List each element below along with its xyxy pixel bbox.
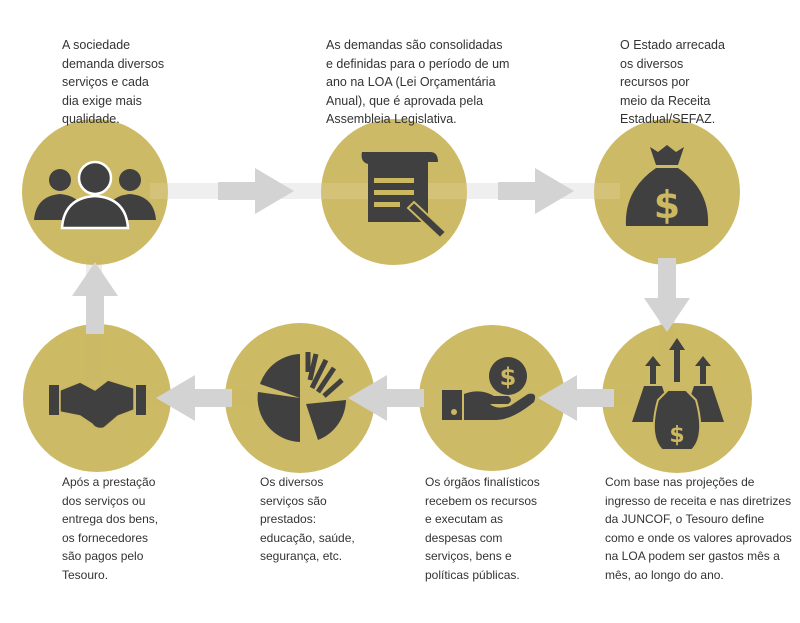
- arrow-left-3: [156, 375, 232, 421]
- text-line: As demandas são consolidadas: [326, 38, 503, 52]
- svg-text:$: $: [500, 363, 517, 391]
- arrow-down: [644, 258, 690, 332]
- money-bag-icon: $: [625, 145, 709, 227]
- text-line: Os diversos: [260, 475, 324, 489]
- text-line: O Estado arrecada: [620, 38, 725, 52]
- money-bags-arrows-icon: $: [632, 338, 724, 451]
- text-line: os diversos: [620, 56, 684, 71]
- hand-coin-icon: $: [442, 357, 536, 420]
- text-line: despesas com: [425, 530, 503, 545]
- text-line: educação, saúde,: [260, 530, 355, 545]
- text-line: Com base nas projeções de: [605, 475, 755, 489]
- handshake-icon: [49, 379, 146, 430]
- text-line: mês, ao longo do ano.: [605, 567, 724, 582]
- step-text-7: Após a prestação dos serviços ou entrega…: [62, 473, 158, 584]
- text-line: A sociedade: [62, 38, 131, 52]
- step-text-2: As demandas são consolidadas e definidas…: [326, 36, 509, 129]
- text-line: segurança, etc.: [260, 549, 343, 563]
- text-line: Estadual/SEFAZ.: [620, 112, 716, 126]
- text-line: serviços são: [260, 493, 327, 508]
- text-line: e definidas para o período de um: [326, 56, 510, 71]
- text-line: Assembleia Legislativa.: [326, 112, 457, 126]
- text-line: recebem os recursos: [425, 493, 538, 508]
- text-line: serviços e cada: [62, 75, 149, 89]
- text-line: dia exige mais: [62, 93, 142, 108]
- arrow-left-2: [348, 375, 424, 421]
- text-line: na LOA podem ser gastos mês a: [605, 549, 780, 563]
- step-text-6: Os diversos serviços são prestados: educ…: [260, 473, 355, 566]
- svg-text:$: $: [654, 183, 680, 227]
- text-line: recursos por: [620, 75, 690, 89]
- text-line: meio da Receita: [620, 93, 711, 108]
- text-line: dos serviços ou: [62, 493, 146, 508]
- text-line: entrega dos bens,: [62, 512, 159, 526]
- arrow-right-1: [218, 168, 294, 214]
- arrow-up: [72, 262, 118, 334]
- text-line: ingresso de receita e nas diretrizes: [605, 493, 792, 508]
- text-line: são pagos pelo: [62, 549, 144, 563]
- text-line: e executam as: [425, 512, 504, 526]
- text-line: demanda diversos: [62, 56, 165, 71]
- text-line: qualidade.: [62, 112, 120, 126]
- text-line: Após a prestação: [62, 475, 156, 489]
- text-line: Tesouro.: [62, 567, 109, 582]
- text-line: políticas públicas.: [425, 567, 520, 582]
- arrow-left-1: [538, 375, 614, 421]
- text-line: Os órgãos finalísticos: [425, 475, 540, 489]
- step-text-4: Com base nas projeções de ingresso de re…: [605, 473, 792, 584]
- text-line: ano na LOA (Lei Orçamentária: [326, 75, 496, 89]
- text-line: os fornecedores: [62, 530, 149, 545]
- document-pencil-icon: [361, 152, 448, 240]
- step-text-3: O Estado arrecada os diversos recursos p…: [620, 36, 725, 129]
- text-line: Anual), que é aprovada pela: [326, 93, 484, 108]
- step-text-1: A sociedade demanda diversos serviços e …: [62, 36, 164, 129]
- pie-chart-icon: [257, 352, 346, 442]
- text-line: como e onde os valores aprovados: [605, 530, 792, 545]
- people-icon: [34, 160, 156, 230]
- arrow-right-2: [498, 168, 574, 214]
- text-line: prestados:: [260, 512, 317, 526]
- step-text-5: Os órgãos finalísticos recebem os recurs…: [425, 473, 540, 584]
- text-line: da JUNCOF, o Tesouro define: [605, 512, 765, 526]
- svg-text:$: $: [669, 423, 684, 448]
- text-line: serviços, bens e: [425, 549, 512, 563]
